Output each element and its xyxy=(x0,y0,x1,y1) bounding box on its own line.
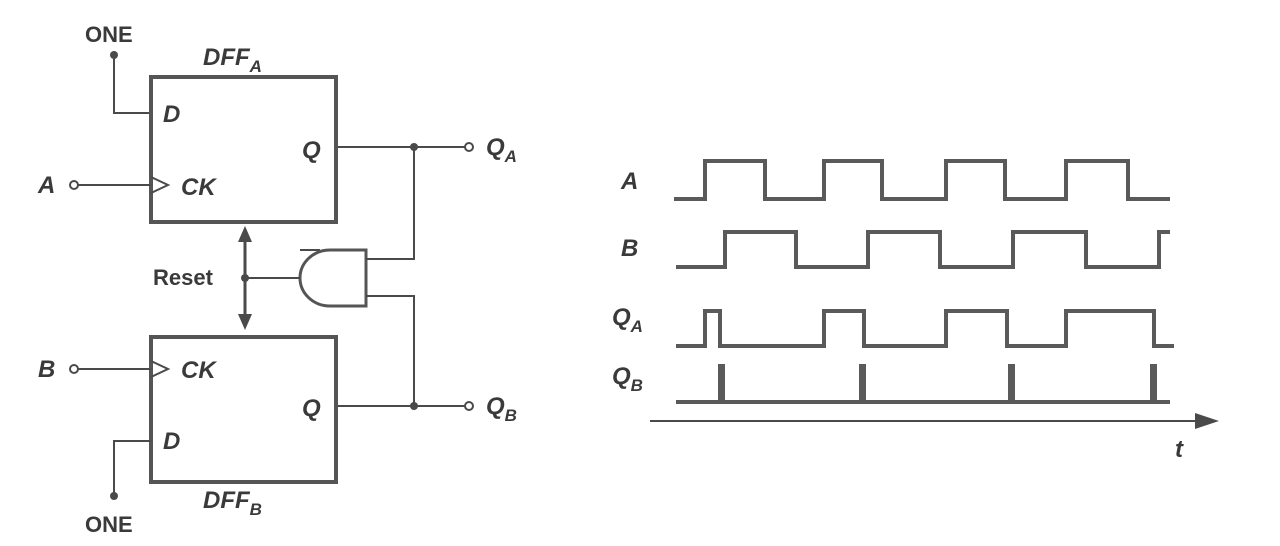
dff-a-q-pin: Q xyxy=(302,137,321,164)
waveform-qa xyxy=(676,309,1174,348)
one-bottom-label: ONE xyxy=(85,512,133,537)
qa-label-sub: A xyxy=(504,147,517,166)
one-top-wire xyxy=(113,55,151,114)
timing-label-a: A xyxy=(620,168,638,195)
qb-pulse xyxy=(718,364,725,402)
one-bottom-node xyxy=(110,492,118,500)
qb-pulse xyxy=(1150,364,1157,402)
qa-label-main: Q xyxy=(486,134,505,161)
qa-terminal xyxy=(464,142,474,152)
input-b-label: B xyxy=(38,356,55,383)
timing-label-qb: QB xyxy=(612,363,643,395)
qb-junction-node xyxy=(410,402,418,410)
dff-b-ck-pin: CK xyxy=(181,357,217,384)
reset-label: Reset xyxy=(153,265,214,290)
dff-b-d-pin: D xyxy=(163,428,180,455)
and-input-b-wire xyxy=(366,295,415,406)
dff-b-box xyxy=(149,335,338,484)
qb-output-label: QB xyxy=(486,393,517,425)
input-a-terminal xyxy=(69,180,79,190)
time-axis-label: t xyxy=(1175,436,1184,463)
input-b-terminal xyxy=(69,364,79,374)
input-a-label: A xyxy=(37,172,55,199)
circuit-schematic: ONE DFFA D CK Q A QA Reset DFFB C xyxy=(37,22,517,537)
reset-arrow-up-icon xyxy=(238,226,252,242)
dff-a-ck-pin: CK xyxy=(181,174,217,201)
dff-a-name: DFF xyxy=(203,44,251,71)
reset-arrow-down-icon xyxy=(238,314,252,330)
dff-b-subscript: B xyxy=(250,500,262,519)
qb-label-sub: B xyxy=(505,406,517,425)
dff-a-title: DFFA xyxy=(203,44,262,76)
dff-a-box xyxy=(149,75,338,224)
qb-pulse xyxy=(859,364,866,402)
waveform-a xyxy=(674,159,1170,201)
dff-a-subscript: A xyxy=(249,57,262,76)
timing-diagram: A B QA QB t xyxy=(612,159,1219,463)
dff-a-d-pin: D xyxy=(163,101,180,128)
waveform-qb xyxy=(676,366,1170,404)
and-gate xyxy=(298,248,368,308)
dff-b-name: DFF xyxy=(203,487,251,514)
qa-output-label: QA xyxy=(486,134,517,166)
qb-label-main: Q xyxy=(486,393,505,420)
timing-label-b: B xyxy=(621,235,638,262)
dff-b-title: DFFB xyxy=(203,487,262,519)
one-top-label: ONE xyxy=(85,22,133,47)
time-axis-arrow-icon xyxy=(1195,413,1219,429)
dff-a-clock-triangle-icon xyxy=(150,176,171,194)
timing-label-qa: QA xyxy=(612,304,643,336)
qb-pulse xyxy=(1008,364,1015,402)
dff-b-clock-triangle-icon xyxy=(150,360,171,378)
qb-terminal xyxy=(464,401,474,411)
waveform-b xyxy=(676,230,1170,269)
one-bottom-wire xyxy=(113,440,151,496)
dff-b-q-pin: Q xyxy=(302,395,321,422)
and-input-a-wire xyxy=(366,147,415,260)
